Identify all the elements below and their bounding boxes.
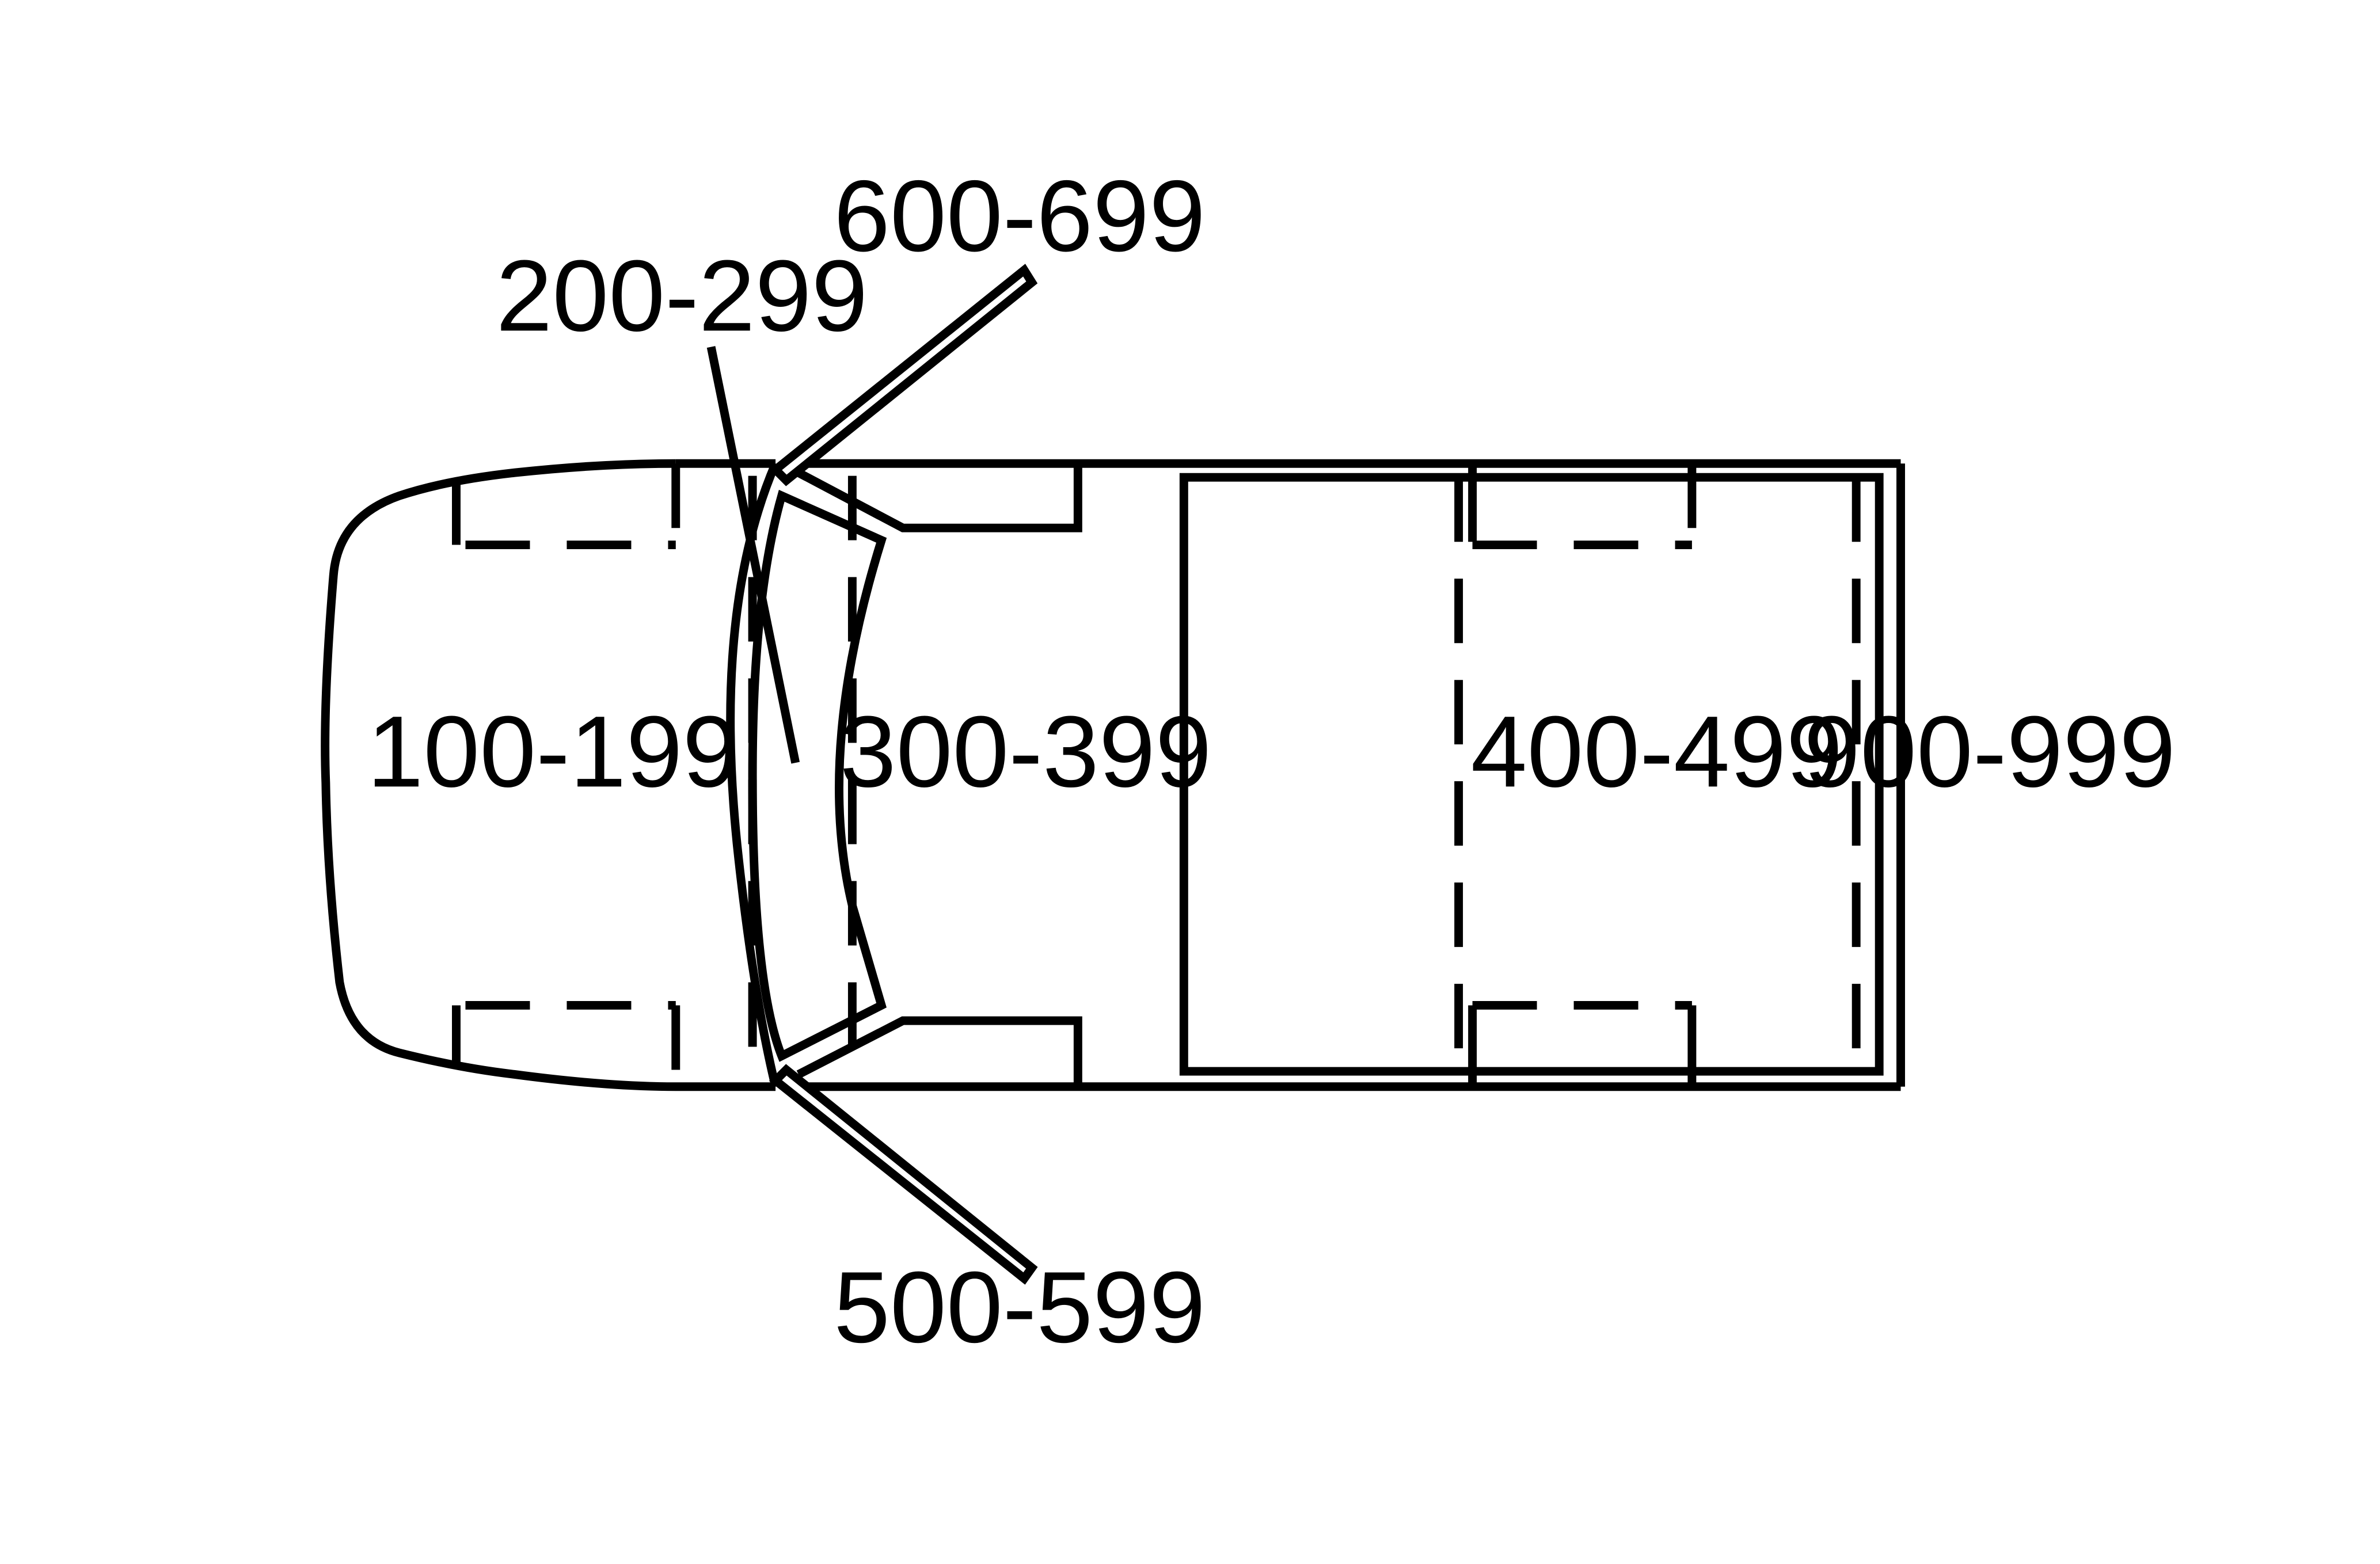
hood-outline: [321, 459, 776, 1091]
zone-label-windshield: 200-299: [496, 239, 868, 352]
passenger-door: [769, 1064, 1038, 1285]
cab-zone: [796, 459, 1901, 1091]
front-zone-dashes: [452, 463, 680, 1087]
zone-label-cargo: 400-499: [1471, 695, 1843, 808]
cargo-box: [1179, 463, 1905, 1087]
zone-label-driver-door: 600-699: [834, 160, 1206, 273]
windshield-zone: [726, 462, 887, 1088]
zone-label-cab: 300-399: [840, 695, 1212, 808]
zone-label-passenger-door: 500-599: [834, 1251, 1206, 1364]
zone-label-rear: 900-999: [1804, 695, 2176, 808]
zone-label-front: 100-199: [367, 695, 739, 808]
windshield-leader-line: [706, 346, 800, 764]
driver-door: [769, 264, 1038, 486]
cargo-zone-dashes: [1454, 463, 1861, 1072]
